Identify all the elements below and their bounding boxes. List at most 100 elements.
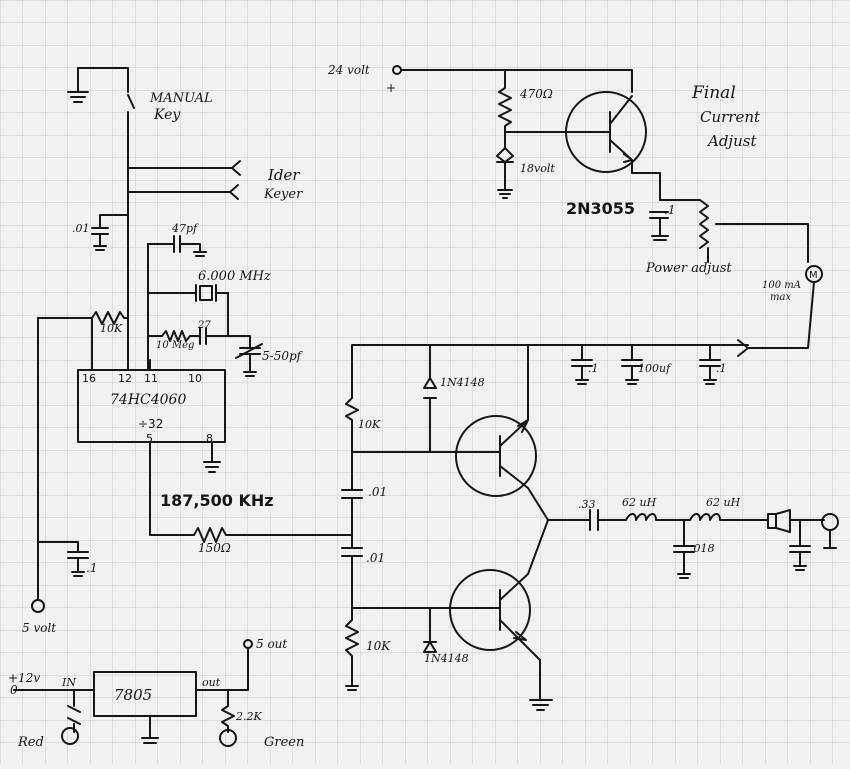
plus-label: + xyxy=(386,81,396,95)
cap-01 xyxy=(91,214,129,319)
cap-33-label: .33 xyxy=(578,498,596,511)
r10k-mid-label: 10K xyxy=(358,418,381,431)
keyer-inputs xyxy=(127,160,241,200)
keyer-label: Keyer xyxy=(263,187,303,202)
r10k-low-label: 10K xyxy=(366,639,391,653)
upper-transistor xyxy=(499,344,549,521)
cap-27-label: 27 xyxy=(197,320,211,331)
r10k-top-label: 10K xyxy=(100,322,123,335)
ic-ground xyxy=(203,441,221,473)
cap-01-b-label: .01 xyxy=(366,551,385,565)
lower-diode xyxy=(423,607,437,653)
zener-label: 18volt xyxy=(520,162,555,175)
red-led-label: Red xyxy=(17,735,44,750)
green-led xyxy=(219,729,237,747)
five-out-label: 5 out xyxy=(256,637,287,651)
red-led xyxy=(61,727,79,745)
r470-label: 470Ω xyxy=(519,87,553,101)
r10meg-label: 10 Meg xyxy=(156,340,194,351)
bus-cap-a xyxy=(571,344,593,385)
input-12v-label: +12v xyxy=(8,671,40,685)
pin11: 11 xyxy=(144,372,158,385)
output-cap xyxy=(789,519,811,571)
transistor-label: 2N3055 xyxy=(566,199,635,218)
cap-018-label: .018 xyxy=(690,542,715,555)
ider-label: Ider xyxy=(267,166,300,184)
ind-b-label: 62 uH xyxy=(706,496,741,509)
crystal xyxy=(147,243,229,371)
cap-01-label: .01 xyxy=(72,222,90,235)
bus-cap-2-label: .1 xyxy=(716,362,727,375)
final-label-2: Current xyxy=(700,108,761,126)
cap-47pf-label: 47pf xyxy=(171,222,199,235)
bus-cap-b xyxy=(621,344,643,385)
ground-symbol xyxy=(67,67,89,103)
pin12: 12 xyxy=(118,372,132,385)
regulator-out xyxy=(195,647,249,733)
tank-network xyxy=(147,292,263,377)
manual-label-1: MANUAL xyxy=(149,91,213,106)
input-0-label: 0 xyxy=(10,683,18,697)
meter-range-2: max xyxy=(770,292,791,303)
lower-transistor-outline xyxy=(449,569,531,651)
bus-upper xyxy=(345,344,749,453)
supply-24v-label: 24 volt xyxy=(327,63,370,77)
pin8: 8 xyxy=(206,432,213,445)
bus-cap-c xyxy=(699,344,721,385)
regulator-ground xyxy=(141,715,159,744)
lower-transistor xyxy=(499,519,553,711)
wiring xyxy=(13,65,839,747)
reg-in-label: IN xyxy=(61,676,76,689)
ind-a-label: 62 uH xyxy=(622,496,657,509)
pin5: 5 xyxy=(146,432,153,445)
regulator-label: 7805 xyxy=(114,686,152,704)
diode-1-label: 1N4148 xyxy=(440,376,485,389)
2n3055-outline xyxy=(565,91,647,173)
five-volt-terminal xyxy=(31,599,45,613)
meter-label: M xyxy=(809,270,818,281)
regulator-7805-body xyxy=(93,671,197,717)
ic-name: 74HC4060 xyxy=(110,392,186,408)
left-rail xyxy=(37,317,89,601)
five-out-terminal xyxy=(243,639,253,649)
power-pot xyxy=(659,199,809,263)
cap-01-a-label: .01 xyxy=(368,485,387,499)
reset-network xyxy=(37,311,151,371)
manual-label-2: Key xyxy=(153,107,181,123)
meter-range-1: 100 mA xyxy=(762,280,801,291)
freq-label: 187,500 KHz xyxy=(160,491,274,510)
output-line xyxy=(149,441,353,543)
cap-47pf xyxy=(147,235,207,257)
cap-pass-label: .1 xyxy=(664,203,675,217)
cap-01-left-label: .1 xyxy=(86,561,97,575)
reg-out-label: out xyxy=(202,676,221,689)
ic-74hc4060-body xyxy=(77,369,226,443)
key-line xyxy=(77,67,233,216)
diode-2-label: 1N4148 xyxy=(424,652,469,665)
supply-line xyxy=(400,69,633,149)
green-led-label: Green xyxy=(264,735,304,750)
bus-cap-1-label: .1 xyxy=(588,362,599,375)
five-volt-label: 5 volt xyxy=(22,621,56,635)
connector-ground xyxy=(823,529,837,549)
final-label-1: Final xyxy=(691,83,736,103)
final-label-3: Adjust xyxy=(706,132,757,150)
upper-transistor-outline xyxy=(455,415,537,497)
pin10: 10 xyxy=(188,372,202,385)
zener xyxy=(496,147,514,199)
input-line xyxy=(13,689,95,733)
ic-divider: ÷32 xyxy=(138,417,163,431)
bias-network xyxy=(341,451,501,691)
pin16: 16 xyxy=(82,372,96,385)
crystal-label: 6.000 MHz xyxy=(198,269,271,284)
r150-label: 150Ω xyxy=(198,541,231,555)
trimmer-label: 5-50pf xyxy=(262,349,304,363)
2n3055 xyxy=(575,95,669,241)
filter-cap xyxy=(673,519,695,579)
r22k-label: 2.2K xyxy=(235,710,262,723)
output-filter xyxy=(547,509,825,533)
power-adjust-label: Power adjust xyxy=(645,261,732,276)
